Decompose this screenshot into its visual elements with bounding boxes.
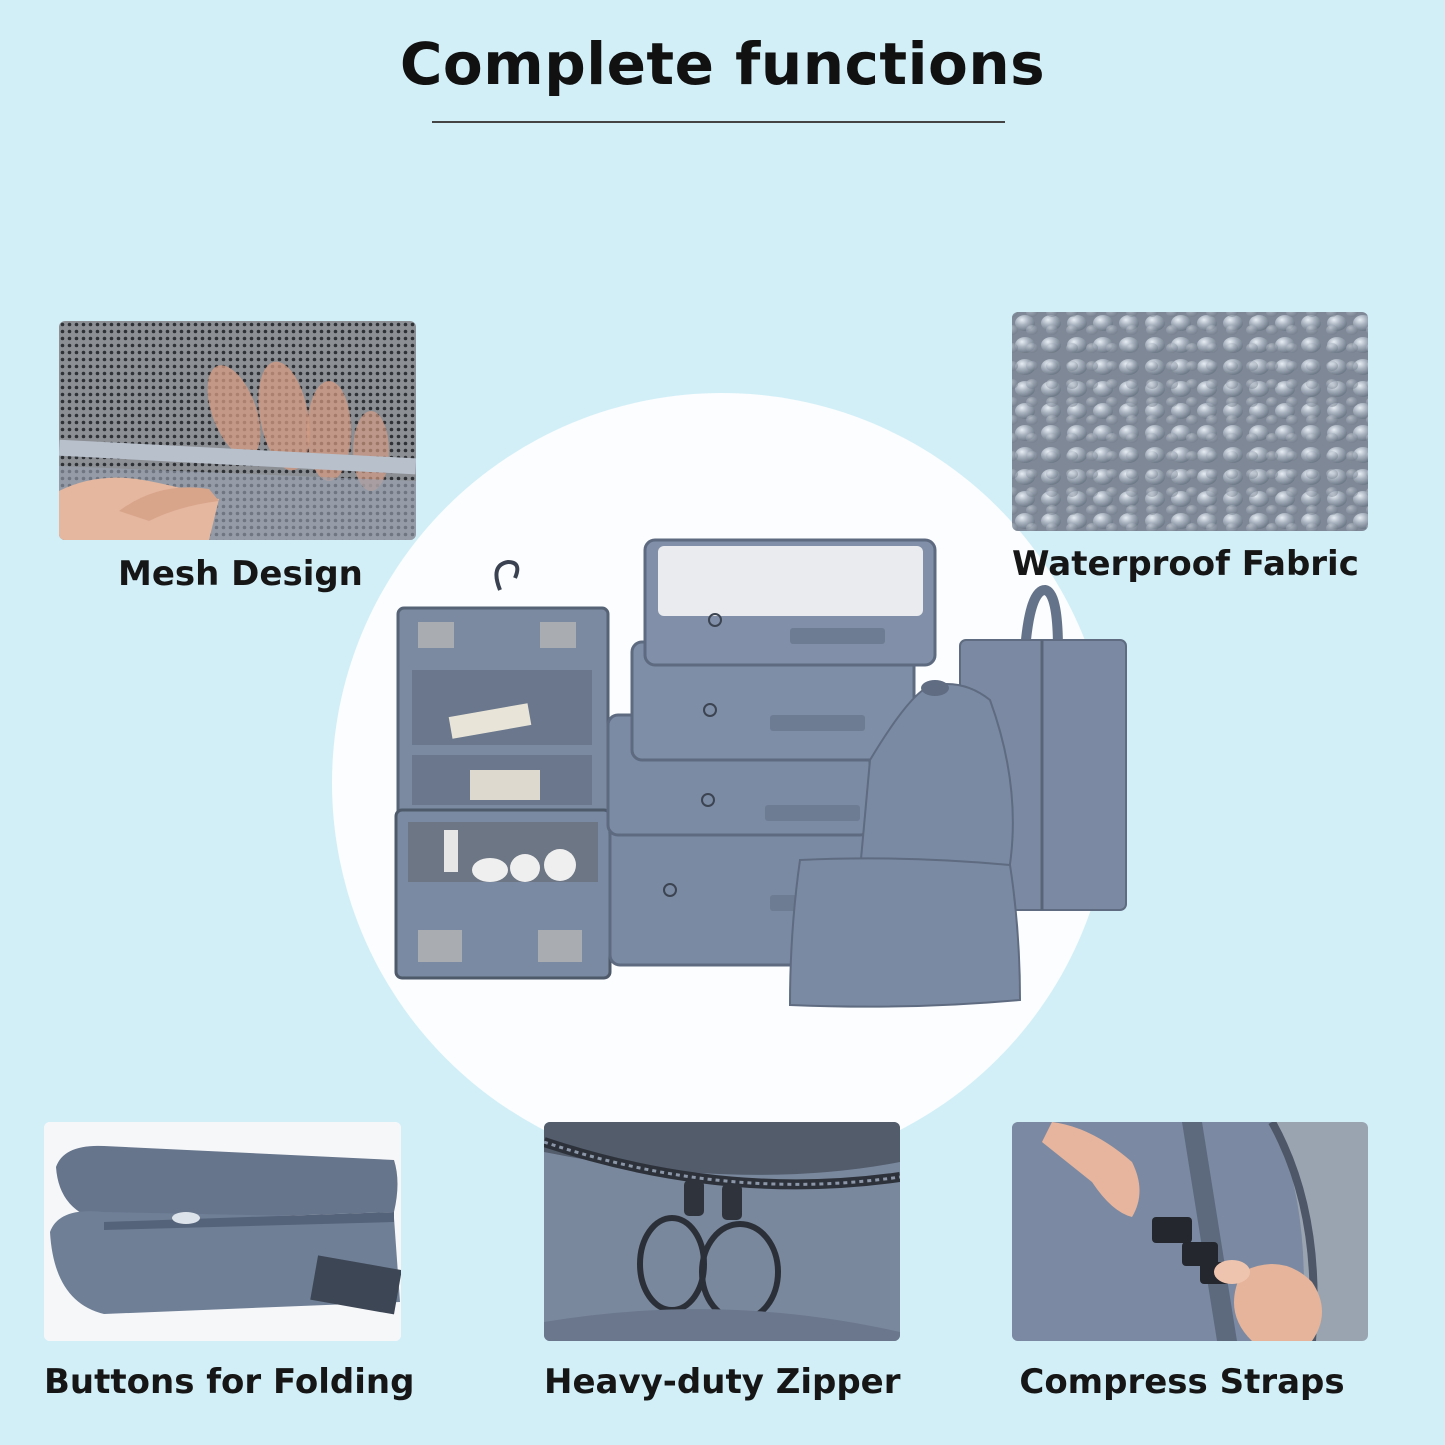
waterproof-fabric-label: Waterproof Fabric: [1012, 544, 1359, 584]
buttons-for-folding-image: [44, 1122, 401, 1341]
mesh-design-label: Mesh Design: [118, 554, 363, 594]
buttons-for-folding-label: Buttons for Folding: [44, 1362, 415, 1402]
compress-straps-image: [1012, 1122, 1368, 1341]
heavy-duty-zipper-image: [544, 1122, 900, 1341]
compress-straps-label: Compress Straps: [1019, 1362, 1345, 1402]
heavy-duty-zipper-label: Heavy-duty Zipper: [544, 1362, 901, 1402]
waterproof-fabric-image: [1012, 312, 1368, 531]
title-divider: [432, 121, 1005, 123]
flat-pouch: [788, 857, 1022, 1008]
page-title: Complete functions: [399, 30, 1046, 98]
toiletry-bag: [394, 559, 612, 980]
packing-cubes-set-image: [390, 510, 1150, 1030]
mesh-design-image: [59, 321, 416, 540]
